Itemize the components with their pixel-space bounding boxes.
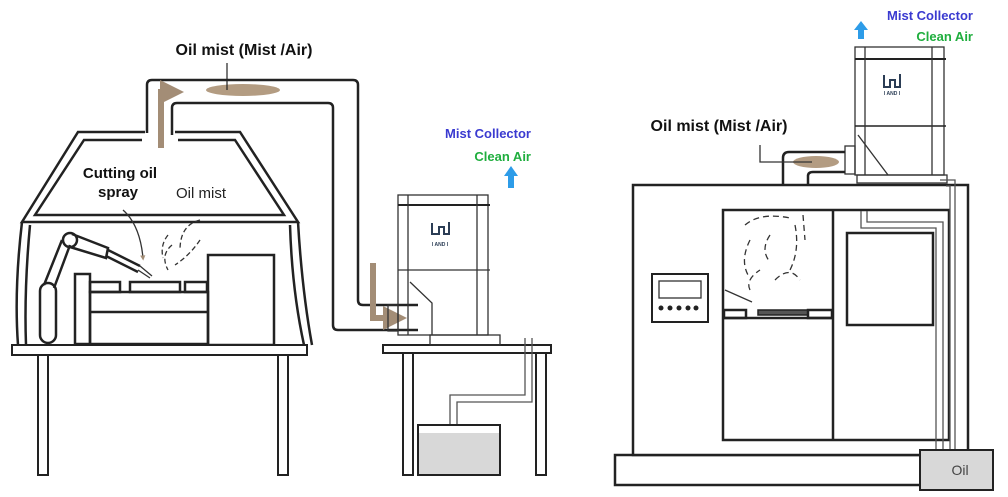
logo-text: I AND I xyxy=(884,91,901,97)
spray-pointer-arrow xyxy=(122,209,146,261)
oil-tank-label: Oil xyxy=(951,462,968,478)
flow-arrow-right-icon xyxy=(370,263,407,330)
left-duct xyxy=(145,78,418,332)
logo-icon xyxy=(431,222,450,235)
clean-air-label: Clean Air xyxy=(916,29,973,44)
oil-mist-label: Oil mist (Mist /Air) xyxy=(176,42,313,59)
robot-arm xyxy=(38,231,153,345)
machine-tool: Oil xyxy=(613,179,994,491)
right-diagram: Mist Collector Clean Air Oil mist (Mist … xyxy=(613,8,994,491)
clean-air-label: Clean Air xyxy=(474,149,531,164)
oil-mist-cloud xyxy=(206,84,280,96)
left-table xyxy=(11,344,308,476)
clean-air-arrow-icon xyxy=(504,166,518,188)
oil-mist-label: Oil mist (Mist /Air) xyxy=(651,118,788,135)
logo-text: I AND I xyxy=(432,242,449,248)
clean-air-arrow-icon xyxy=(854,21,868,39)
panel-buttons xyxy=(658,305,699,311)
left-diagram: I AND I Oil mist (Mist /Air) Cutting oil… xyxy=(11,42,552,476)
mist-collector-label: Mist Collector xyxy=(887,8,973,23)
right-table xyxy=(382,334,552,476)
flow-arrow-up-icon xyxy=(158,80,184,148)
cutting-oil-label: Cutting oil xyxy=(83,165,157,182)
oil-mist-pointer xyxy=(759,145,812,163)
right-mist-collector: I AND I xyxy=(844,46,948,184)
cnc-machine xyxy=(73,253,276,347)
oil-mist-cloud xyxy=(793,156,839,168)
left-mist-collector: I AND I xyxy=(387,194,490,336)
mist-swirls xyxy=(161,219,201,271)
oil-tank xyxy=(919,449,994,491)
enclosure-hood xyxy=(15,130,314,346)
mist-collector-label: Mist Collector xyxy=(445,126,531,141)
mist-swirls xyxy=(743,214,806,291)
logo-icon xyxy=(883,74,901,88)
cutting-oil-label-line2: spray xyxy=(98,184,139,201)
oil-mist-small-label: Oil mist xyxy=(176,185,227,202)
